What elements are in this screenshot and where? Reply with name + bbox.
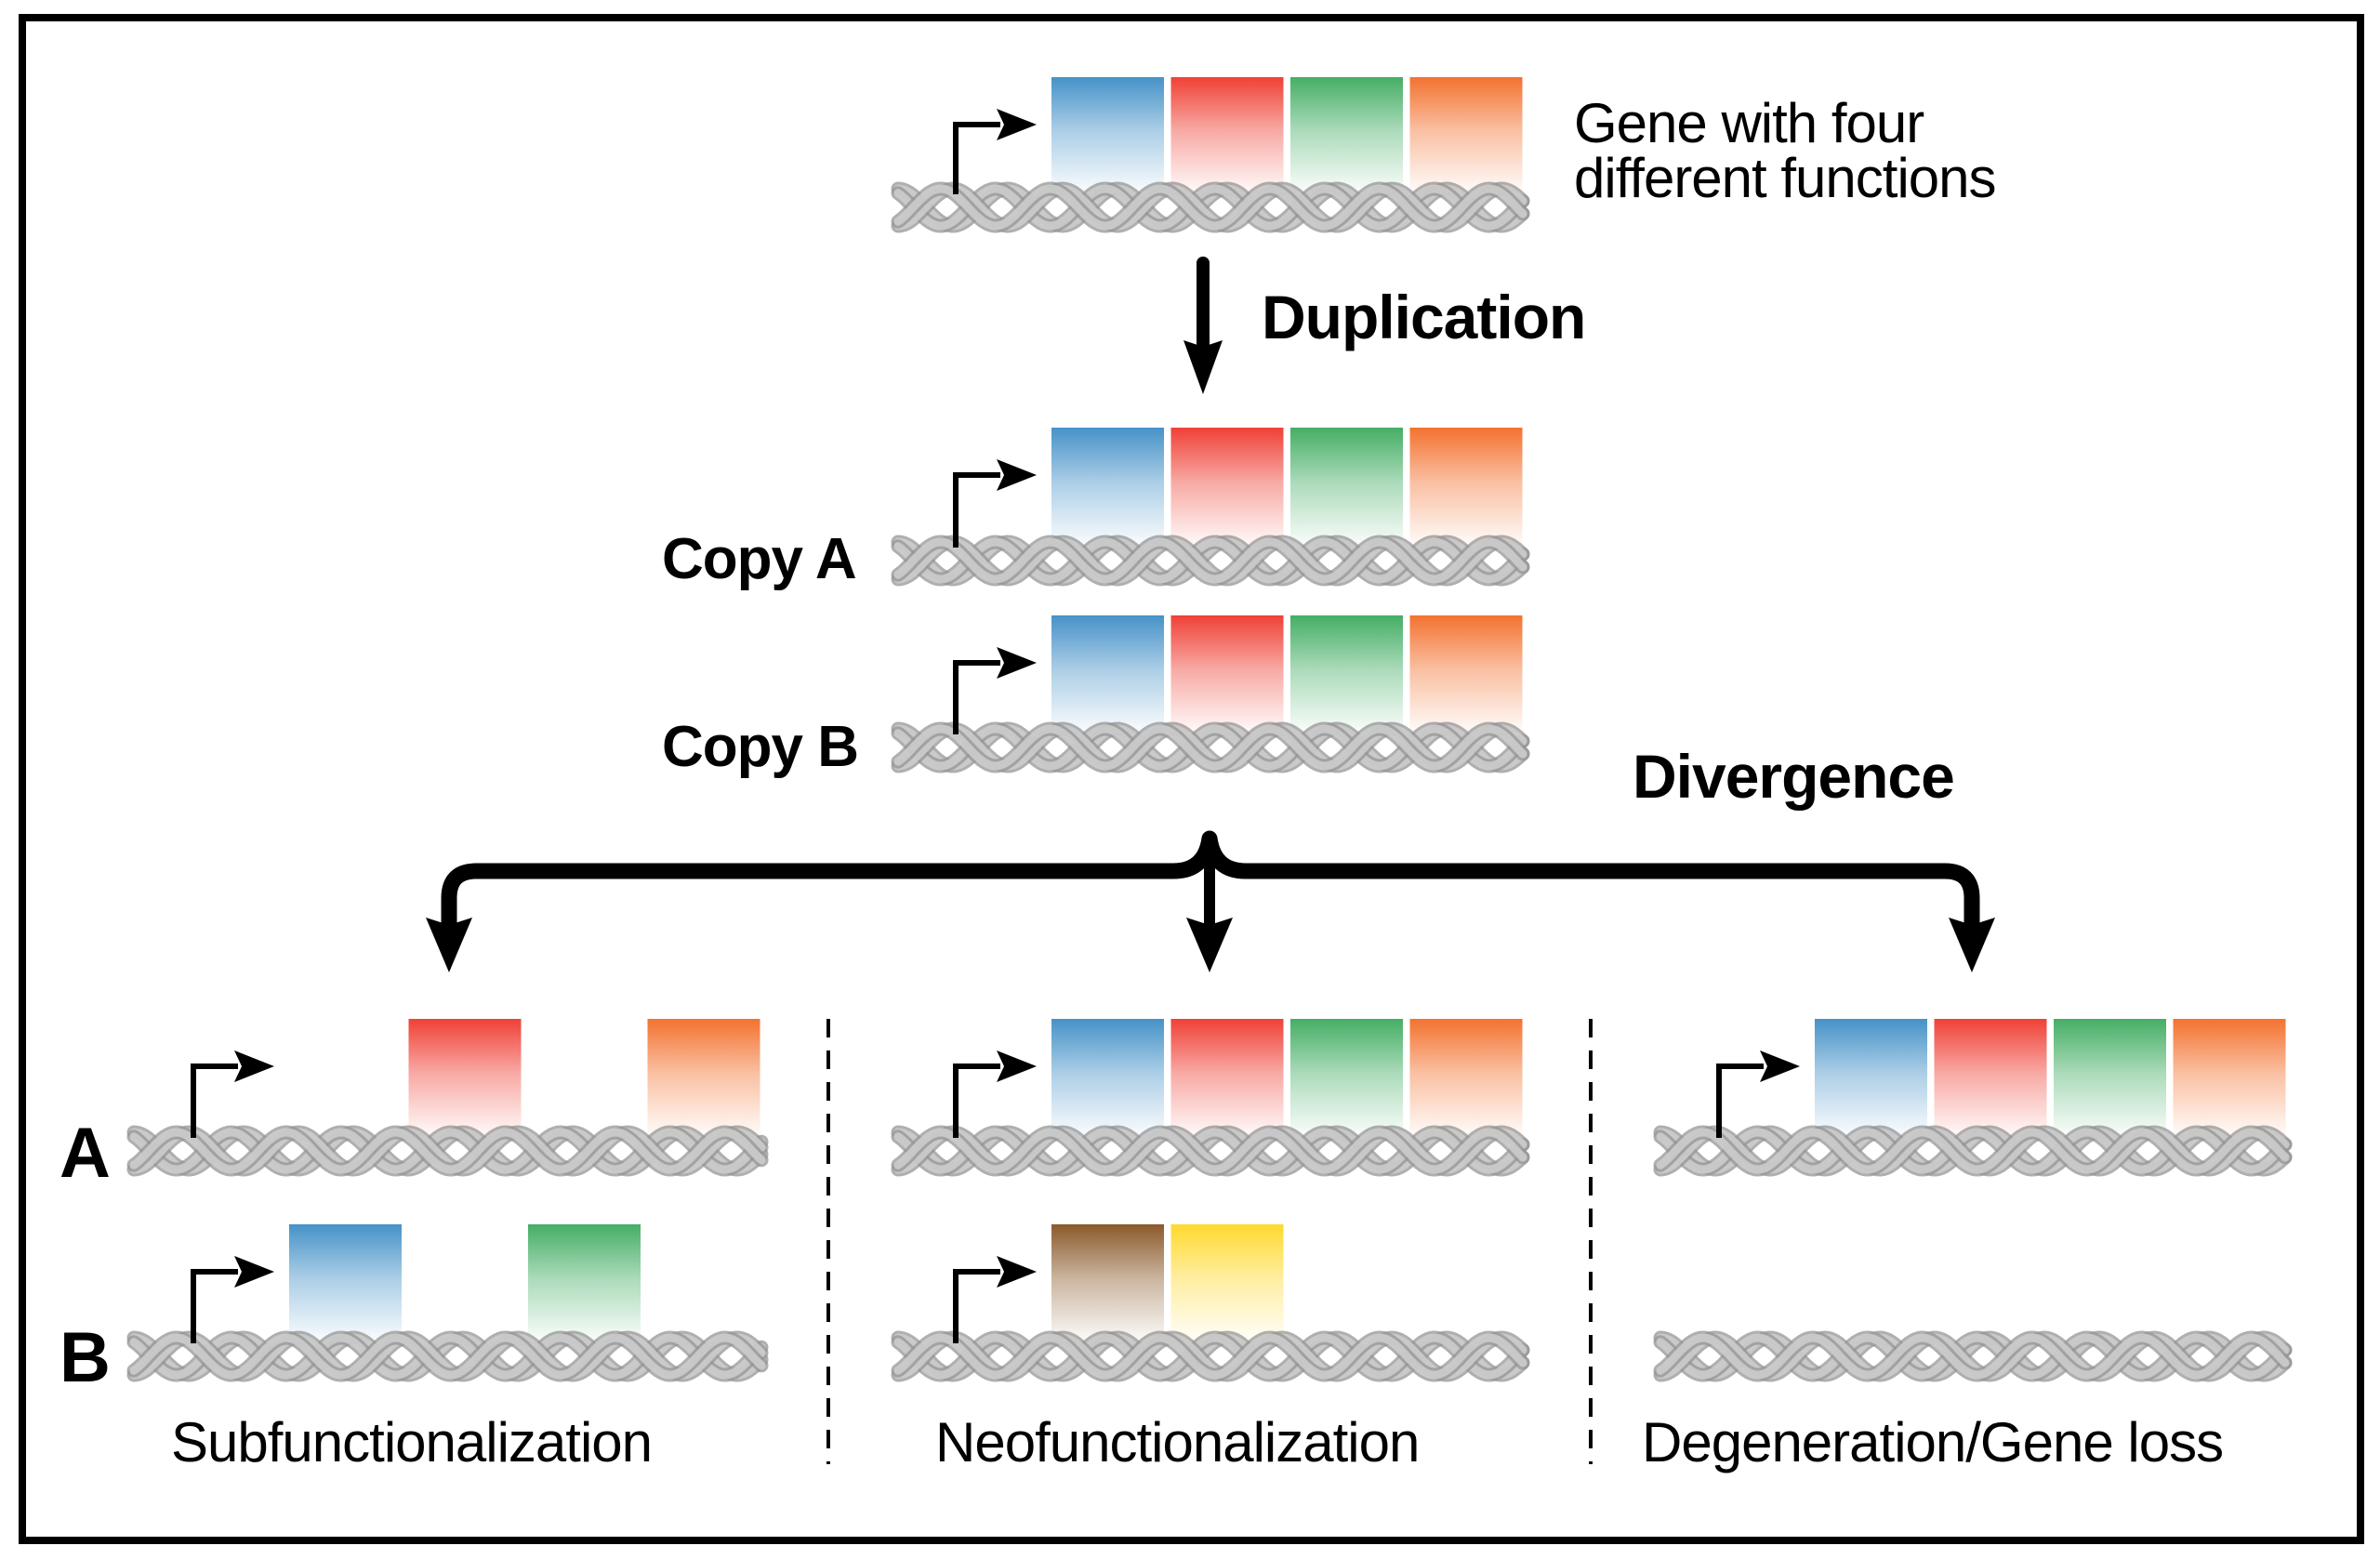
- domain-box-green: [1290, 77, 1403, 196]
- dna-helix: [1653, 1125, 2293, 1177]
- duplication-arrow: [1183, 257, 1223, 394]
- dna-helix: [891, 181, 1530, 233]
- promoter-arrow-icon: [953, 459, 1037, 548]
- duplication-label: Duplication: [1262, 283, 1586, 351]
- domain-box-blue: [1051, 615, 1164, 736]
- dna-helix: [891, 1330, 1530, 1382]
- domain-box-brown: [1051, 1224, 1164, 1345]
- row-a-label: A: [60, 1114, 111, 1193]
- outcome-label-degeneration: Degeneration/Gene loss: [1642, 1411, 2224, 1473]
- original-gene-label-line1: Gene with four: [1574, 92, 1924, 154]
- domain-box-red: [1170, 615, 1284, 736]
- copy-a-label: Copy A: [662, 527, 857, 591]
- domain-box-orange: [2173, 1019, 2286, 1140]
- domain-box-orange: [1409, 1019, 1523, 1140]
- domain-box-blue: [1815, 1019, 1927, 1140]
- dna-helix: [126, 1125, 769, 1177]
- domain-box-green: [1290, 428, 1403, 549]
- arrowhead-right: [1949, 918, 1995, 972]
- gene-degeneration-a: [1653, 1019, 2293, 1177]
- promoter-arrow-icon: [953, 1256, 1037, 1343]
- domain-box-blue: [1051, 428, 1164, 549]
- dna-helix: [126, 1330, 769, 1382]
- genes-layer: [126, 77, 2293, 1382]
- domain-box-blue: [289, 1224, 402, 1345]
- gene-neofunctionalization-a: [891, 1019, 1530, 1177]
- domain-box-orange: [1409, 615, 1523, 736]
- domain-box-green: [528, 1224, 641, 1345]
- dna-helix: [891, 1125, 1530, 1177]
- gene-subfunctionalization-a: [126, 1019, 769, 1177]
- gene-subfunctionalization-b: [126, 1224, 769, 1382]
- domain-box-red: [408, 1019, 522, 1140]
- divergence-brace-arrow: [426, 830, 1995, 972]
- domain-box-green: [2054, 1019, 2166, 1140]
- promoter-arrow-icon: [191, 1256, 274, 1343]
- original-gene-label-line2: different functions: [1574, 147, 1997, 209]
- gene-neofunctionalization-b: [891, 1224, 1530, 1382]
- domain-box-orange: [1409, 77, 1523, 196]
- dna-helix: [891, 535, 1530, 587]
- domain-box-orange: [647, 1019, 760, 1140]
- arrowhead-left: [426, 918, 472, 972]
- domain-box-red: [1934, 1019, 2047, 1140]
- outcome-label-neofunctionalization: Neofunctionalization: [935, 1411, 1420, 1473]
- promoter-arrow-icon: [953, 109, 1037, 194]
- gene-original-gene: [891, 77, 1530, 233]
- gene-copy-b: [891, 615, 1530, 773]
- promoter-arrow-icon: [1716, 1050, 1800, 1138]
- row-b-label: B: [60, 1318, 111, 1397]
- domain-box-yellow: [1170, 1224, 1284, 1345]
- gene-degeneration-b: [1653, 1330, 2293, 1382]
- promoter-arrow-icon: [953, 647, 1037, 734]
- domain-box-red: [1170, 428, 1284, 549]
- dna-helix: [891, 721, 1530, 773]
- domain-box-red: [1170, 1019, 1284, 1140]
- outcome-label-subfunctionalization: Subfunctionalization: [171, 1411, 653, 1473]
- gene-copy-a: [891, 428, 1530, 587]
- arrowhead-middle: [1186, 918, 1233, 972]
- arrows-layer: [426, 257, 1995, 1464]
- domain-box-green: [1290, 1019, 1403, 1140]
- divergence-label: Divergence: [1633, 742, 1955, 811]
- dna-helix: [1653, 1330, 2293, 1382]
- domain-box-blue: [1051, 77, 1164, 196]
- promoter-arrow-icon: [191, 1050, 274, 1138]
- domain-box-green: [1290, 615, 1403, 736]
- domain-box-blue: [1051, 1019, 1164, 1140]
- domain-box-red: [1170, 77, 1284, 196]
- domain-box-orange: [1409, 428, 1523, 549]
- promoter-arrow-icon: [953, 1050, 1037, 1138]
- copy-b-label: Copy B: [662, 715, 859, 779]
